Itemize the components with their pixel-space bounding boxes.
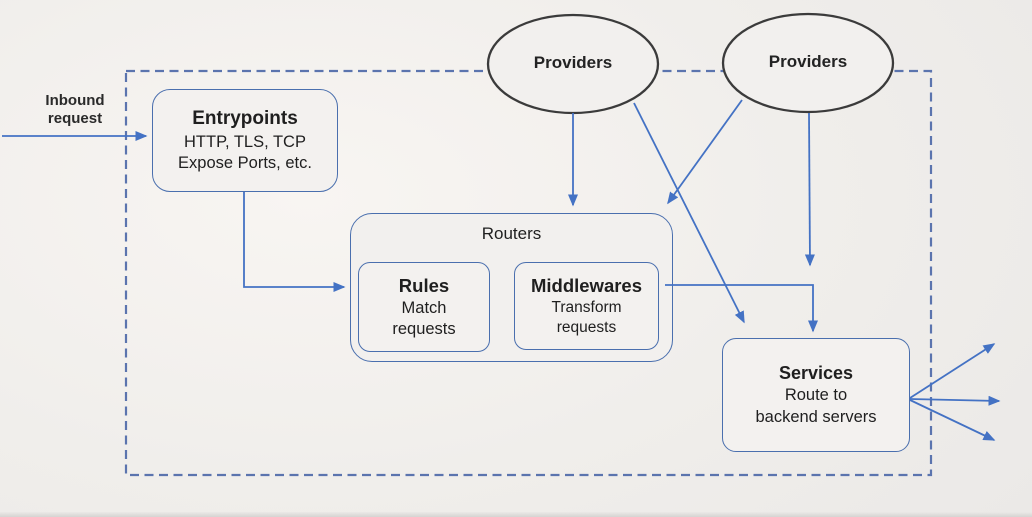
- traefik-boundary-dashed-box: [124, 69, 933, 477]
- inbound-request-line2: request: [47, 110, 103, 127]
- entrypoints-line1: HTTP, TLS, TCP: [184, 132, 306, 151]
- rules-title: Rules: [398, 275, 450, 297]
- bottom-edge-band: [0, 512, 1032, 517]
- provider-left-label: Providers: [533, 53, 613, 72]
- rules-line1: Match: [401, 298, 447, 317]
- provider-right-label: Providers: [768, 52, 848, 71]
- middlewares-line1: Transform: [551, 299, 622, 316]
- middlewares-title: Middlewares: [530, 275, 643, 297]
- routers-title: Routers: [481, 224, 542, 243]
- entrypoints-title: Entrypoints: [192, 108, 298, 130]
- rules-node: Rules Match requests: [358, 262, 490, 352]
- middlewares-line2: requests: [556, 318, 617, 336]
- inbound-request-label: Inbound request: [25, 92, 125, 128]
- inbound-request-line1: Inbound: [45, 92, 105, 109]
- entrypoints-node: Entrypoints HTTP, TLS, TCP Expose Ports,…: [152, 89, 338, 192]
- services-title: Services: [778, 363, 854, 384]
- services-line1: Route to: [784, 386, 848, 405]
- rules-line2: requests: [392, 319, 456, 338]
- services-node: Services Route to backend servers: [722, 338, 910, 452]
- provider-right-ellipse: [721, 12, 895, 114]
- services-line2: backend servers: [755, 407, 877, 426]
- middlewares-node: Middlewares Transform requests: [514, 262, 659, 350]
- entrypoints-line2: Expose Ports, etc.: [178, 153, 312, 172]
